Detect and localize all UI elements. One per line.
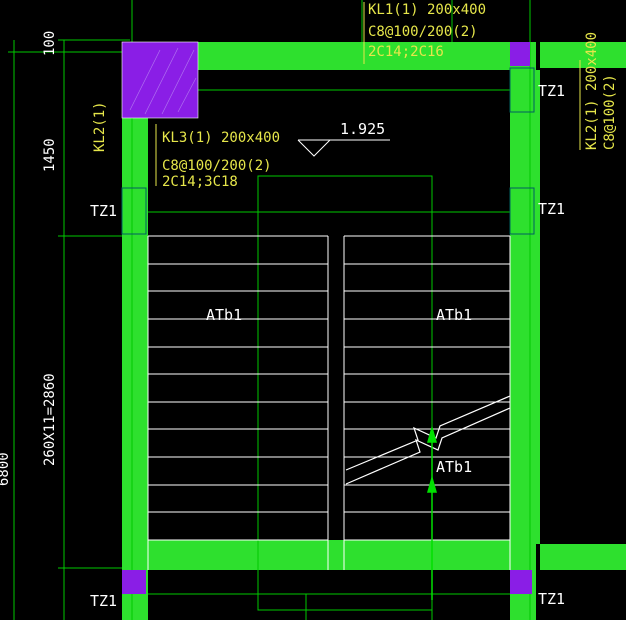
kl1-stirrup: C8@100/200(2) bbox=[368, 24, 478, 40]
stair-label-right-bottom: ATb1 bbox=[436, 458, 472, 476]
kl1-bars: 2C14;2C16 bbox=[368, 44, 444, 60]
tz1-mid-left: TZ1 bbox=[90, 202, 117, 220]
stair-label-left: ATb1 bbox=[206, 306, 242, 324]
dim-landing: 1450 bbox=[42, 138, 58, 172]
column-top-right bbox=[510, 42, 530, 66]
stair-treads bbox=[148, 235, 510, 541]
column-top-left bbox=[121, 41, 199, 119]
level-mark-symbol bbox=[297, 139, 390, 157]
tz1-bottom-left: TZ1 bbox=[90, 592, 117, 610]
dim-top: 100 bbox=[42, 31, 58, 56]
stair-well bbox=[147, 236, 511, 570]
kl3-stirrup: C8@100/200(2) bbox=[162, 158, 272, 174]
kl3-bars: 2C14;3C18 bbox=[162, 174, 238, 190]
tz1-mid-right: TZ1 bbox=[538, 200, 565, 218]
stair-label-right-top: ATb1 bbox=[436, 306, 472, 324]
stair-walls bbox=[122, 42, 536, 620]
left-wall bbox=[122, 42, 148, 620]
kl2-left-name: KL2(1) bbox=[92, 101, 108, 152]
kl3-name: KL3(1) 200x400 bbox=[162, 130, 280, 146]
dim-total: 6800 bbox=[0, 452, 12, 486]
right-walls bbox=[536, 42, 626, 570]
kl2-right-name: KL2(1) 200x400 bbox=[584, 32, 600, 150]
annotations: KL1(1) 200x400 C8@100/200(2) 2C14;2C16 K… bbox=[0, 2, 618, 610]
column-bottom-left bbox=[122, 570, 146, 594]
column-bottom-right bbox=[510, 570, 532, 594]
right-wall bbox=[510, 42, 536, 620]
direction-arrow bbox=[427, 425, 437, 600]
tz1-bottom-right: TZ1 bbox=[538, 590, 565, 608]
kl2-right-stirrup: C8@100(2) bbox=[602, 74, 618, 150]
dimension-lines bbox=[8, 39, 130, 620]
leader-lines bbox=[155, 2, 581, 186]
columns bbox=[121, 41, 535, 594]
tz1-top-right: TZ1 bbox=[538, 82, 565, 100]
break-line bbox=[345, 395, 511, 485]
bottom-landing-wall bbox=[122, 540, 536, 570]
dim-run: 260X11=2860 bbox=[42, 373, 58, 466]
level-mark: 1.925 bbox=[340, 120, 385, 138]
kl1-name: KL1(1) 200x400 bbox=[368, 2, 486, 18]
inner-lines bbox=[131, 0, 531, 620]
